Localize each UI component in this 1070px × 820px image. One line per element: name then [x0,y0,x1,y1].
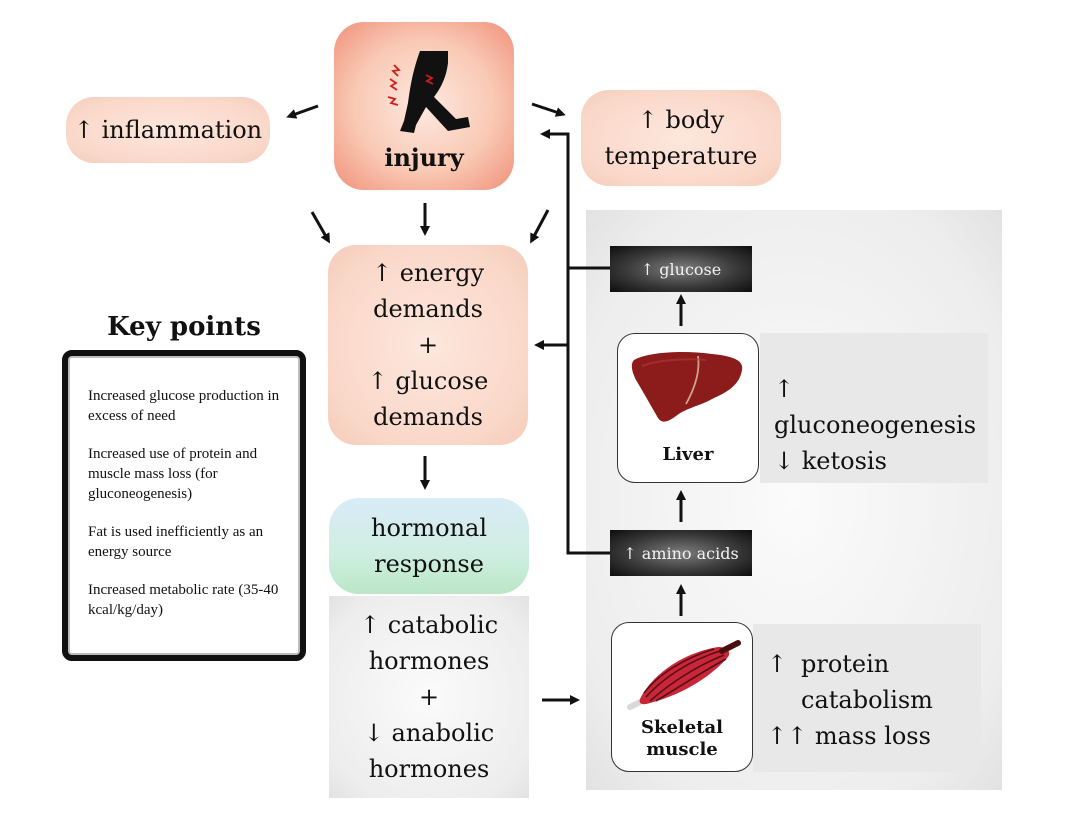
liver-effect-1: ↑ gluconeogenesis [774,375,977,439]
hormones-line4: ↓ anabolic [363,719,495,747]
arrow-injury-to-inflammation [286,104,319,119]
inflammation-label: ↑ inflammation [73,116,263,144]
arrow-injury-to-temperature [531,102,566,117]
body-temperature-box: ↑ body temperature [581,90,781,186]
inflammation-box: ↑ inflammation [66,97,270,163]
key-point-item: Increased metabolic rate (35-40 kcal/kg/… [88,582,279,618]
liver-icon [631,352,743,422]
key-point-item: Fat is used inefficiently as an energy s… [88,524,264,560]
amino-acids-box: ↑ amino acids [610,530,752,576]
amino-acids-label: ↑ amino acids [623,543,739,563]
energy-line3: + [417,331,439,359]
hormones-line5: hormones [368,755,490,783]
skeletal-muscle-box: Skeletal muscle [611,622,753,772]
muscle-effect-1-arrow: ↑ [767,650,788,678]
liver-effects-panel: ↑ gluconeogenesis ↓ ketosis [760,333,988,483]
hormonal-line1: hormonal [370,514,488,542]
hormonal-line2: response [374,550,484,578]
key-point-item: Increased use of protein and muscle mass… [88,446,258,502]
glucose-box: ↑ glucose [610,246,752,292]
muscle-effect-1-text-a: protein [801,650,890,678]
hormonal-response-box: hormonal response [329,498,529,594]
hormones-line3: + [418,683,440,711]
energy-line4: ↑ glucose [367,367,489,395]
energy-line2: demands [373,295,483,323]
muscle-label-line1: Skeletal [640,717,724,738]
energy-demands-box: ↑ energy demands + ↑ glucose demands [328,245,528,445]
liver-box: Liver [617,333,759,483]
key-points-title: Key points [107,312,261,342]
arrow-temperature-to-energy [530,209,550,244]
injured-leg-icon [387,50,470,133]
liver-label: Liver [662,444,714,465]
glucose-label: ↑ glucose [640,259,722,279]
energy-line1: ↑ energy [372,259,484,287]
body-temperature-line1: ↑ body [637,106,725,134]
key-points-box: Increased glucose production in excess o… [62,350,306,661]
muscle-effect-2: ↑↑ mass loss [767,722,931,750]
muscle-icon [627,640,741,710]
hormones-panel: ↑ catabolic hormones + ↓ anabolic hormon… [329,596,529,798]
injury-box: injury [334,22,514,190]
muscle-effect-1b: catabolism [801,686,933,714]
hormones-line2: hormones [368,647,490,675]
body-temperature-line2: temperature [604,142,758,170]
key-point-item: Increased glucose production in excess o… [88,388,280,424]
energy-line5: demands [373,403,483,431]
hormones-line1: ↑ catabolic [359,611,499,639]
injury-label: injury [384,142,464,172]
arrow-inflammation-to-energy [310,211,330,244]
muscle-effects-panel: ↑ protein catabolism ↑↑ mass loss [753,624,981,772]
muscle-effect-1: ↑ protein [767,646,981,682]
muscle-label-line2: muscle [646,739,718,760]
liver-effect-2: ↓ ketosis [774,447,887,475]
